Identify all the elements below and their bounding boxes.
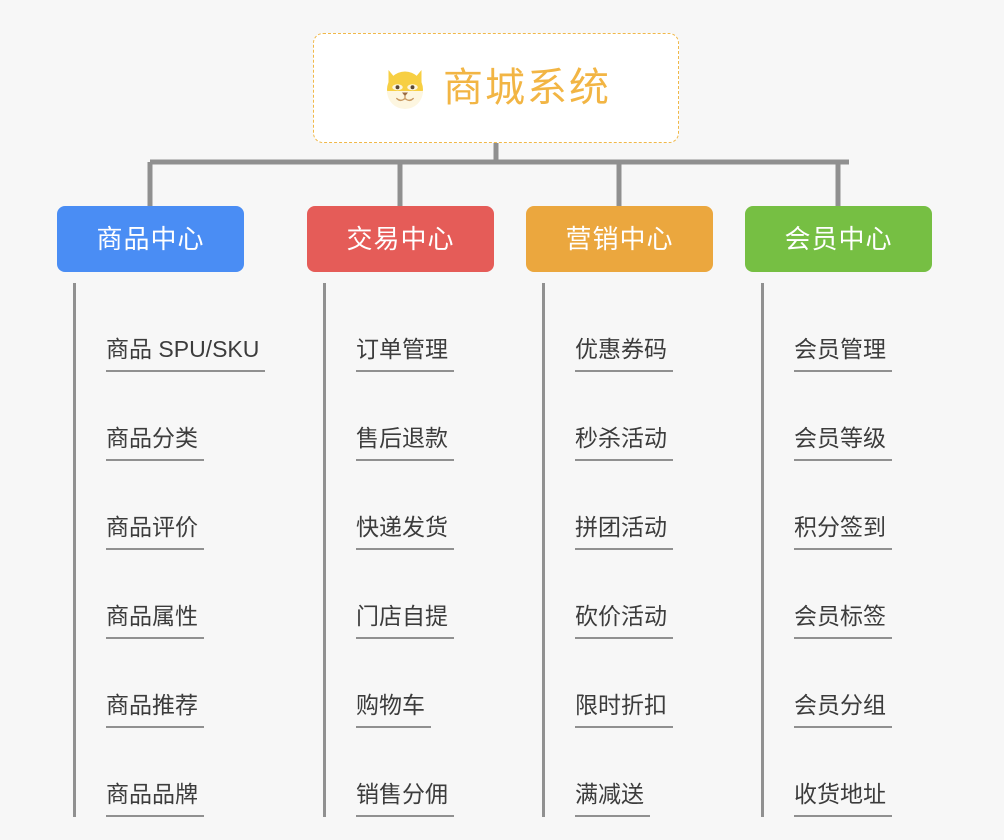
list-item-label: 积分签到 [794,514,886,541]
list-item-label: 秒杀活动 [575,425,667,452]
list-item-label: 商品属性 [106,603,198,630]
category-header-1[interactable]: 交易中心 [307,206,494,272]
category-column-2: 营销中心 优惠券码 秒杀活动 拼团活动 砍价活动 限时折扣 满减送 [526,206,713,817]
list-item[interactable]: 秒杀活动 [545,372,713,461]
list-item-label: 会员管理 [794,336,886,363]
list-item[interactable]: 会员分组 [764,639,932,728]
list-item[interactable]: 快递发货 [326,461,494,550]
list-item[interactable]: 砍价活动 [545,550,713,639]
list-item-label: 门店自提 [356,603,448,630]
list-item[interactable]: 商品推荐 [76,639,244,728]
category-header-label: 交易中心 [346,224,455,254]
child-list-2: 优惠券码 秒杀活动 拼团活动 砍价活动 限时折扣 满减送 [542,283,713,817]
list-item[interactable]: 商品评价 [76,461,244,550]
list-item-label: 商品评价 [106,514,198,541]
category-header-label: 会员中心 [784,224,893,254]
list-item-label: 会员分组 [794,692,886,719]
category-header-label: 商品中心 [96,224,205,254]
list-item[interactable]: 会员标签 [764,550,932,639]
child-list-0: 商品 SPU/SKU 商品分类 商品评价 商品属性 商品推荐 商品品牌 [73,283,266,817]
list-item-label: 满减送 [575,781,644,808]
list-item[interactable]: 优惠券码 [545,283,713,372]
category-header-0[interactable]: 商品中心 [57,206,244,272]
list-item[interactable]: 会员等级 [764,372,932,461]
list-item-label: 会员标签 [794,603,886,630]
category-header-3[interactable]: 会员中心 [745,206,932,272]
list-item-label: 拼团活动 [575,514,667,541]
list-item-label: 商品 SPU/SKU [106,336,260,363]
list-item-label: 砍价活动 [575,603,667,630]
category-column-3: 会员中心 会员管理 会员等级 积分签到 会员标签 会员分组 收货地址 [745,206,932,817]
list-item-label: 购物车 [356,692,425,719]
root-title: 商城系统 [443,66,611,110]
list-item[interactable]: 满减送 [545,728,713,817]
list-item[interactable]: 商品品牌 [76,728,244,817]
list-item-label: 限时折扣 [575,692,667,719]
list-item[interactable]: 商品 SPU/SKU [76,283,266,372]
list-item[interactable]: 门店自提 [326,550,494,639]
list-item[interactable]: 订单管理 [326,283,494,372]
list-item[interactable]: 限时折扣 [545,639,713,728]
list-item-label: 商品分类 [106,425,198,452]
shiba-dog-icon [381,64,429,112]
list-item[interactable]: 销售分佣 [326,728,494,817]
category-header-2[interactable]: 营销中心 [526,206,713,272]
category-column-0: 商品中心 商品 SPU/SKU 商品分类 商品评价 商品属性 商品推荐 商品品牌 [57,206,266,817]
list-item-label: 收货地址 [794,781,886,808]
list-item[interactable]: 拼团活动 [545,461,713,550]
list-item-label: 商品推荐 [106,692,198,719]
list-item[interactable]: 收货地址 [764,728,932,817]
list-item-label: 订单管理 [356,336,448,363]
list-item-label: 优惠券码 [575,336,667,363]
child-list-1: 订单管理 售后退款 快递发货 门店自提 购物车 销售分佣 [323,283,494,817]
list-item-label: 商品品牌 [106,781,198,808]
list-item[interactable]: 商品属性 [76,550,244,639]
list-item-label: 售后退款 [356,425,448,452]
child-list-3: 会员管理 会员等级 积分签到 会员标签 会员分组 收货地址 [761,283,932,817]
list-item-label: 会员等级 [794,425,886,452]
list-item[interactable]: 商品分类 [76,372,244,461]
list-item-label: 快递发货 [356,514,448,541]
category-column-1: 交易中心 订单管理 售后退款 快递发货 门店自提 购物车 销售分佣 [307,206,494,817]
list-item[interactable]: 积分签到 [764,461,932,550]
list-item[interactable]: 售后退款 [326,372,494,461]
list-item-label: 销售分佣 [356,781,448,808]
list-item[interactable]: 购物车 [326,639,494,728]
root-node[interactable]: 商城系统 [313,33,679,143]
category-header-label: 营销中心 [565,224,674,254]
list-item[interactable]: 会员管理 [764,283,932,372]
